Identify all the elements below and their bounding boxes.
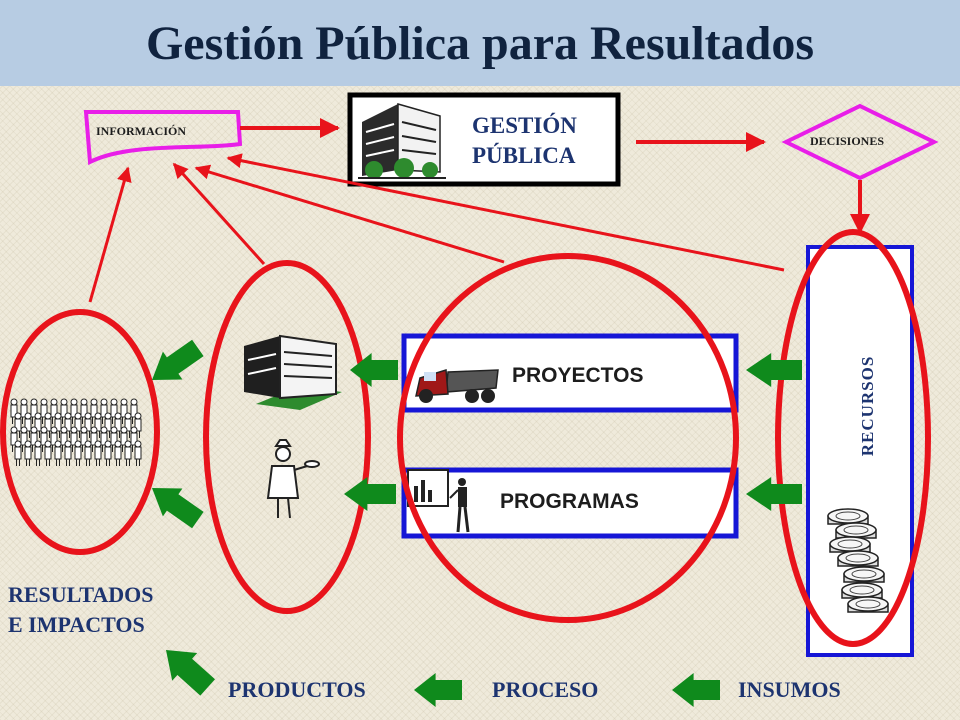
- person-figure: [104, 440, 112, 466]
- productos-feedback-arrow: [172, 162, 266, 266]
- gestion-label-line1: GESTIÓN: [472, 113, 577, 138]
- coin: [847, 596, 889, 613]
- person-figure: [50, 426, 58, 452]
- title-bar: Gestión Pública para Resultados: [0, 0, 960, 86]
- person-figure: [24, 440, 32, 466]
- informacion-node: [83, 110, 243, 166]
- informacion-label: INFORMACIÓN: [96, 124, 186, 138]
- insumos-label: INSUMOS: [738, 677, 841, 702]
- insumos-to-proyectos-arrow: [746, 353, 802, 387]
- coin: [841, 582, 883, 599]
- person-figure: [120, 426, 128, 452]
- proceso-ellipse: [397, 253, 739, 623]
- slide-title: Gestión Pública para Resultados: [145, 16, 815, 70]
- recursos-label: RECURSOS: [858, 355, 877, 457]
- coin: [843, 566, 885, 583]
- productos-to-resultados-arrow-lower: [152, 488, 204, 529]
- coin: [837, 550, 879, 567]
- insumos-feedback-arrow: [226, 153, 785, 272]
- person-figure: [114, 440, 122, 466]
- nurse-icon: [266, 439, 320, 519]
- person-figure: [94, 440, 102, 466]
- person-figure: [80, 426, 88, 452]
- stage-flow-arrow-productos: [414, 673, 462, 707]
- insumos-ellipse: [775, 229, 931, 647]
- person-figure: [124, 412, 132, 438]
- coin: [827, 508, 869, 525]
- proceso-feedback-arrow: [194, 164, 505, 264]
- person-figure: [110, 426, 118, 452]
- person-figure: [54, 440, 62, 466]
- proyectos-to-productos-arrow: [350, 353, 398, 387]
- person-figure: [30, 426, 38, 452]
- person-figure: [64, 412, 72, 438]
- resultados-feedback-arrow: [88, 166, 132, 303]
- gestion-label-line2: PÚBLICA: [472, 143, 576, 168]
- person-figure: [124, 440, 132, 466]
- proceso-label: PROCESO: [492, 677, 599, 702]
- resultados-label-line1: RESULTADOS: [8, 582, 154, 607]
- person-figure: [94, 412, 102, 438]
- productos-label: PRODUCTOS: [228, 677, 366, 702]
- person-figure: [44, 440, 52, 466]
- person-figure: [84, 440, 92, 466]
- person-figure: [74, 440, 82, 466]
- person-figure: [34, 440, 42, 466]
- crowd-icon: [10, 398, 142, 466]
- productos-ellipse: [203, 260, 371, 614]
- resultados-ellipse: [0, 309, 160, 555]
- decisiones-diamond: [781, 103, 939, 181]
- person-figure: [64, 440, 72, 466]
- person-figure: [110, 398, 118, 424]
- programas-to-productos-arrow: [344, 477, 396, 511]
- resultados-label-line2: E IMPACTOS: [8, 612, 145, 637]
- person-figure: [30, 398, 38, 424]
- person-figure: [14, 440, 22, 466]
- person-figure: [40, 398, 48, 424]
- truck-icon: [415, 369, 499, 403]
- stage-flow-arrow-proceso: [672, 673, 720, 707]
- coin-stack-icon: [827, 508, 889, 613]
- person-figure: [134, 440, 142, 466]
- productos-to-resultados-arrow-upper: [152, 339, 204, 380]
- coin: [829, 536, 871, 553]
- decisiones-label: DECISIONES: [810, 134, 885, 148]
- insumos-to-programas-arrow: [746, 477, 802, 511]
- stage-flow-arrow-resultados: [166, 650, 215, 696]
- proyectos-label: PROYECTOS: [512, 364, 644, 387]
- office-building-icon: [358, 103, 446, 179]
- office-building-icon: [244, 334, 342, 410]
- programas-label: PROGRAMAS: [500, 490, 639, 513]
- coin: [835, 522, 877, 539]
- presenter-chart-icon: [407, 469, 470, 533]
